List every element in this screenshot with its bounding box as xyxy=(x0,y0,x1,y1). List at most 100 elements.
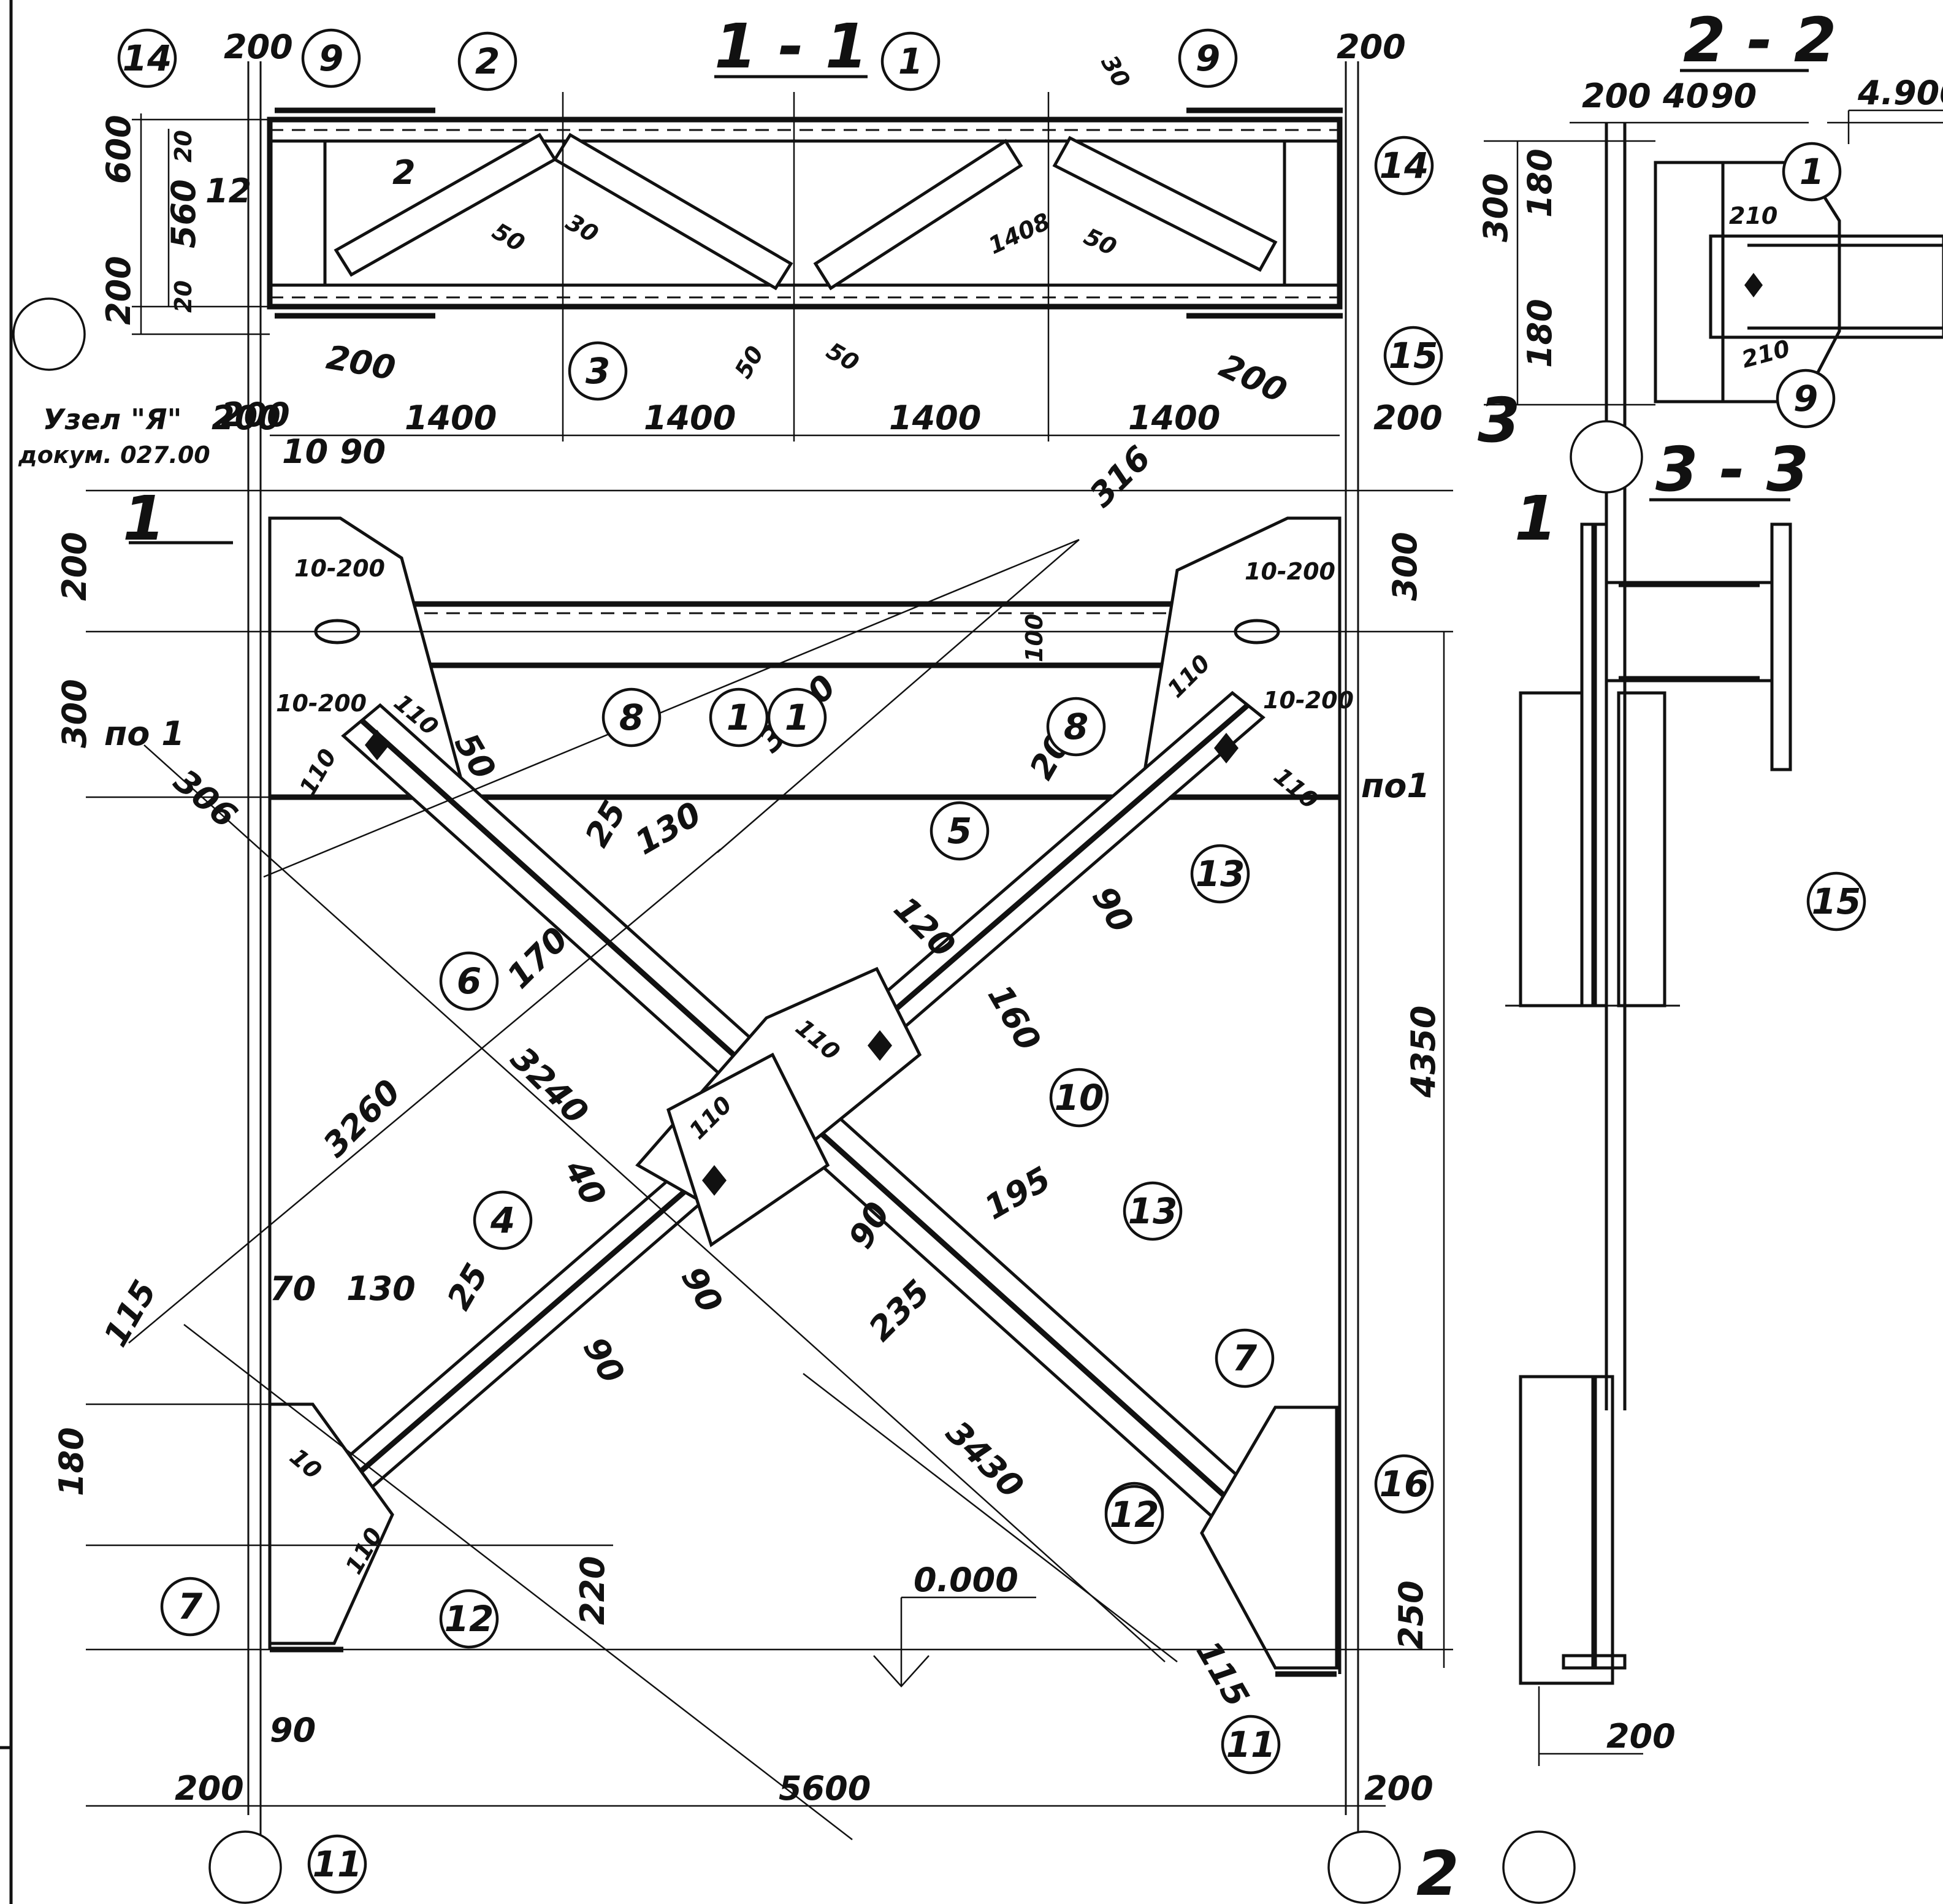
svg-text:14: 14 xyxy=(123,37,172,79)
svg-text:9: 9 xyxy=(1793,378,1818,419)
dim-plan-200-sl: 200 xyxy=(324,338,399,388)
part-mark-15: 15 xyxy=(1383,326,1443,386)
svg-text:1: 1 xyxy=(898,40,923,82)
svg-text:9: 9 xyxy=(319,37,343,79)
svg-text:7: 7 xyxy=(178,1586,203,1627)
svg-text:8: 8 xyxy=(619,697,644,738)
sheet-frame xyxy=(0,0,13,1904)
svg-text:12: 12 xyxy=(445,1598,494,1640)
weld-note-3: 10-200 xyxy=(276,690,367,717)
dim-e-235: 235 xyxy=(861,1272,937,1348)
part-mark-16: 16 xyxy=(1374,1454,1434,1514)
part-mark-14: 14 xyxy=(117,28,177,88)
svg-text:15: 15 xyxy=(1812,881,1861,922)
section-2-2: 2 - 2 200 40 90 4.900 300 180 180 210 21… xyxy=(1476,4,1943,1410)
dim-s22-180a: 180 xyxy=(1521,148,1559,218)
dim-e-3260: 3260 xyxy=(316,1072,408,1164)
part-mark-4: 4 xyxy=(473,1190,533,1250)
cut-mark-3-top: 3 xyxy=(1478,384,1521,456)
axis-bubble-right xyxy=(1570,420,1643,494)
part-mark-8: 8 xyxy=(601,687,662,747)
dim-e-250: 250 xyxy=(1392,1580,1430,1650)
part-mark-12: 12 xyxy=(439,1589,499,1649)
weld-note-2: 10-200 xyxy=(1245,558,1335,585)
dim-e-300-right: 300 xyxy=(1386,532,1424,601)
svg-text:1: 1 xyxy=(785,697,809,738)
part-mark-1: 1 xyxy=(880,31,941,91)
dim-s33-200: 200 xyxy=(1606,1717,1676,1756)
svg-text:13: 13 xyxy=(1196,853,1245,895)
axis-lines xyxy=(86,61,1386,1840)
elevation-top: 4.900 xyxy=(1857,74,1943,112)
dim-e-25a: 25 xyxy=(578,794,634,854)
dim-plan-1400-b: 1400 xyxy=(644,399,736,437)
axis-bubble-bottom-left xyxy=(208,1830,282,1904)
dim-e-200-bl: 200 xyxy=(175,1769,244,1808)
part-mark-5: 5 xyxy=(930,801,990,861)
part-mark-11: 11 xyxy=(307,1834,367,1894)
dim-e-90-bot: 90 xyxy=(270,1711,316,1749)
part-mark-10: 10 xyxy=(1049,1068,1109,1128)
dim-e-220: 220 xyxy=(573,1556,612,1625)
dim-e-3240: 3240 xyxy=(503,1039,596,1132)
part-mark-9: 9 xyxy=(1178,28,1238,88)
weld-note-4: 10-200 xyxy=(1263,687,1354,714)
dim-e-40: 40 xyxy=(557,1152,614,1212)
dim-s22-180b: 180 xyxy=(1521,299,1559,368)
part-mark-13: 13 xyxy=(1190,844,1250,904)
svg-text:1: 1 xyxy=(727,697,751,738)
dim-plan-50c: 50 xyxy=(822,337,864,377)
dim-e-195: 195 xyxy=(978,1159,1057,1227)
cut-mark-1-top-right: 1 xyxy=(1514,483,1557,554)
part-mark-13: 13 xyxy=(1123,1181,1183,1241)
node-ref-line1: Узел "Я" xyxy=(43,403,181,436)
dim-e-90c: 90 xyxy=(674,1260,730,1320)
part-mark-15: 15 xyxy=(1806,871,1866,931)
part-mark-7: 7 xyxy=(160,1577,220,1637)
dim-e-200-left: 200 xyxy=(55,532,94,601)
dim-e-5600: 5600 xyxy=(779,1769,871,1808)
part-mark-1: 1 xyxy=(1782,142,1842,202)
svg-text:11: 11 xyxy=(313,1843,362,1885)
dim-e-200-br: 200 xyxy=(1364,1769,1433,1808)
svg-text:2: 2 xyxy=(475,40,500,82)
svg-text:1: 1 xyxy=(1800,151,1824,193)
section-3-3: 3 - 3 200 xyxy=(1505,434,1809,1766)
cut-label-po1-left: по 1 xyxy=(104,714,185,753)
dim-e-160: 160 xyxy=(980,978,1048,1057)
dim-e-70: 70 xyxy=(270,1269,316,1308)
svg-text:9: 9 xyxy=(1196,37,1220,79)
dim-plan-12: 12 xyxy=(205,172,251,210)
dim-e-300-left: 300 xyxy=(55,679,94,748)
dim-e-100: 100 xyxy=(1021,614,1048,662)
svg-text:4: 4 xyxy=(490,1199,515,1241)
dim-plan-1400-a: 1400 xyxy=(405,399,497,437)
dim-e-90d: 90 xyxy=(576,1331,632,1390)
axis-bubble-left xyxy=(12,297,86,371)
svg-text:16: 16 xyxy=(1380,1463,1429,1505)
dim-e-25b: 25 xyxy=(440,1257,496,1317)
svg-text:3: 3 xyxy=(586,350,610,392)
dim-e-3430: 3430 xyxy=(939,1413,1031,1506)
dim-e-10-90: 10 90 xyxy=(282,432,386,471)
dim-s22-40: 40 xyxy=(1662,77,1709,115)
dim-s22-210a: 210 xyxy=(1729,202,1777,229)
dim-e-180: 180 xyxy=(52,1427,91,1496)
part-mark-11: 11 xyxy=(1221,1715,1281,1775)
dim-plan-560: 560 xyxy=(164,179,203,248)
svg-text:14: 14 xyxy=(1380,145,1429,186)
dim-plan-20b: 20 xyxy=(170,280,197,313)
weld-note-1: 10-200 xyxy=(294,555,385,582)
part-mark-14: 14 xyxy=(1374,136,1434,196)
part-mark-1: 1 xyxy=(767,687,827,747)
part-mark-12: 12 xyxy=(1104,1485,1164,1545)
dim-plan-50d: 50 xyxy=(1080,223,1121,261)
dim-plan-600: 600 xyxy=(99,115,138,184)
part-mark-3: 3 xyxy=(568,341,628,401)
svg-text:13: 13 xyxy=(1128,1190,1178,1232)
dim-e-130b: 130 xyxy=(346,1269,416,1308)
dim-s22-300: 300 xyxy=(1476,173,1515,242)
part-mark-7: 7 xyxy=(1215,1328,1275,1388)
elevation-bottom: 0.000 xyxy=(914,1561,1018,1599)
